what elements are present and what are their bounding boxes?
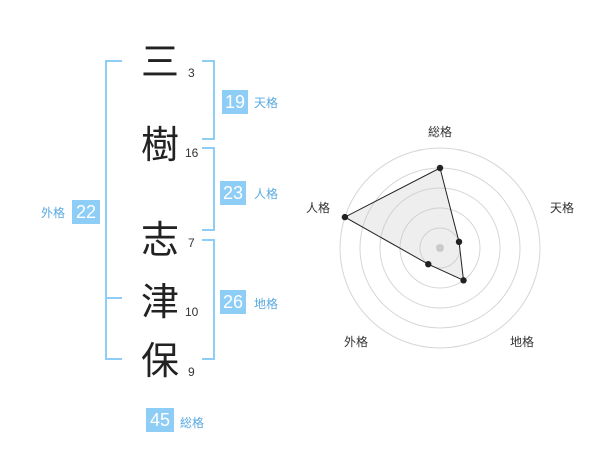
- tenkaku-bracket: [202, 60, 215, 140]
- jinkaku-bracket: [202, 147, 215, 231]
- name-char-5: 保: [140, 339, 179, 383]
- radar-axis-label: 地格: [510, 334, 534, 349]
- tenkaku-label: 天格: [254, 96, 279, 110]
- gaikaku-value-badge: 22: [72, 200, 100, 224]
- radar-point: [341, 213, 349, 221]
- radar-ring: [379, 187, 501, 309]
- gaikaku-bracket: [105, 60, 122, 360]
- stroke-count-4: 10: [185, 305, 199, 319]
- soukaku-label: 総格: [180, 416, 205, 430]
- radar-point: [425, 260, 432, 268]
- jinkaku-value-badge: 23: [220, 181, 246, 205]
- radar-ring: [339, 147, 541, 349]
- stroke-count-1: 3: [188, 66, 195, 80]
- name-char-4: 津: [140, 280, 179, 324]
- stroke-count-5: 9: [188, 365, 195, 379]
- radar-point: [455, 238, 463, 246]
- radar-polygon: [343, 167, 465, 282]
- radar-point: [460, 277, 467, 284]
- radar-axis-label: 外格: [344, 334, 368, 349]
- name-char-2: 樹: [140, 123, 179, 167]
- gaikaku-label: 外格: [41, 206, 66, 220]
- radar-axis-label: 総格: [428, 124, 452, 139]
- radar-point: [436, 164, 444, 172]
- stroke-count-3: 7: [188, 236, 195, 250]
- soukaku-value-badge: 45: [146, 408, 174, 432]
- jinkaku-label: 人格: [254, 187, 279, 201]
- radar-center: [436, 244, 444, 252]
- stroke-count-2: 16: [185, 146, 199, 160]
- radar-axis-label: 人格: [306, 200, 330, 215]
- chikaku-bracket: [202, 239, 215, 360]
- chikaku-label: 地格: [254, 297, 279, 311]
- radar-axis-label: 天格: [550, 200, 574, 215]
- name-char-1: 三: [140, 40, 179, 84]
- chikaku-value-badge: 26: [220, 290, 246, 314]
- name-char-3: 志: [140, 218, 179, 262]
- tenkaku-value-badge: 19: [222, 90, 248, 114]
